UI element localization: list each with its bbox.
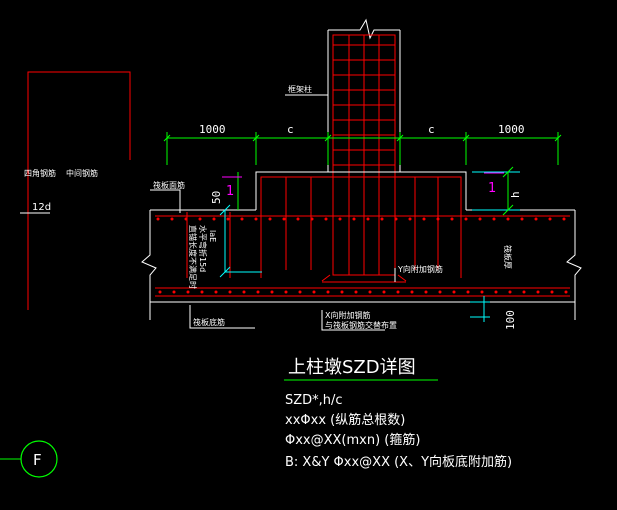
- rebar-dot: [408, 217, 412, 221]
- rebar-dot: [562, 217, 566, 221]
- rebar-dot: [310, 217, 314, 221]
- rebar-dot: [438, 290, 442, 294]
- rebar-dot: [172, 290, 176, 294]
- note-line-2: xxΦxx (纵筋总根数): [285, 412, 405, 428]
- x-add-bar-label: X向附加钢筋: [325, 310, 370, 320]
- drawing-title: 上柱墩SZD详图: [288, 357, 416, 378]
- rebar-dot: [436, 217, 440, 221]
- rebar-dot: [282, 217, 286, 221]
- rebar-dot-group: [156, 217, 568, 294]
- rebar-dot: [450, 217, 454, 221]
- rebar-dot: [478, 217, 482, 221]
- rebar-dot: [270, 290, 274, 294]
- rebar-dot: [214, 290, 218, 294]
- section-mark-right: 1: [488, 181, 496, 196]
- axis-label: F: [33, 451, 42, 469]
- rebar-dot: [380, 217, 384, 221]
- rebar-dot: [268, 217, 272, 221]
- right-height-dim: h: [509, 191, 522, 198]
- rebar-dot: [492, 217, 496, 221]
- column-rebar-cage: [321, 34, 407, 282]
- rebar-dot: [254, 217, 258, 221]
- rebar-dot: [296, 217, 300, 221]
- rebar-dot: [536, 290, 540, 294]
- rebar-dot: [228, 290, 232, 294]
- section-mark-left: 1: [226, 184, 234, 199]
- axis-bubble: [20, 440, 58, 478]
- rebar-dot: [382, 290, 386, 294]
- rebar-dot: [156, 217, 160, 221]
- rebar-dot: [338, 217, 342, 221]
- rebar-dot: [312, 290, 316, 294]
- rebar-dot: [522, 290, 526, 294]
- rebar-dot: [464, 217, 468, 221]
- rebar-dot: [170, 217, 174, 221]
- pier-cap-rebar: [260, 176, 462, 278]
- rebar-dot: [298, 290, 302, 294]
- rebar-dot: [394, 217, 398, 221]
- bend-length-label: 12d: [32, 202, 51, 213]
- rebar-dot: [422, 217, 426, 221]
- rebar-dot: [242, 290, 246, 294]
- right-bar-label: 筏板厚: [503, 245, 513, 269]
- rebar-dot: [410, 290, 414, 294]
- rebar-dot: [548, 217, 552, 221]
- rebar-dot: [506, 217, 510, 221]
- cover-dimension-lines: [219, 171, 520, 322]
- dim-right-outer: 1000: [498, 123, 525, 136]
- rebar-dot: [564, 290, 568, 294]
- pier-cap-outline: [255, 171, 467, 210]
- rebar-dot: [494, 290, 498, 294]
- corner-bar-label: 四角钢筋: [24, 168, 56, 178]
- rebar-dot: [184, 217, 188, 221]
- rebar-dot: [240, 217, 244, 221]
- bar-shape-sketch: [27, 71, 131, 310]
- top-rebar-label: 筏板面筋: [153, 180, 185, 190]
- rebar-dot: [520, 217, 524, 221]
- anchor-note-3: laE: [208, 230, 217, 242]
- rebar-dot: [226, 217, 230, 221]
- top-dimension-line: [163, 132, 562, 165]
- rebar-dot: [326, 290, 330, 294]
- note-line-3: Φxx@XX(mxn) (箍筋): [285, 432, 420, 448]
- dim-right-inner: c: [428, 123, 435, 136]
- bottom-bar-label: 筏板底筋: [193, 317, 225, 327]
- rebar-dot: [340, 290, 344, 294]
- rebar-dot: [366, 217, 370, 221]
- rebar-dot: [198, 217, 202, 221]
- rebar-dot: [466, 290, 470, 294]
- rebar-dot: [354, 290, 358, 294]
- rebar-dot: [158, 290, 162, 294]
- x-add-bar-note: 与筏板钢筋交替布置: [325, 320, 397, 330]
- rebar-dot: [324, 217, 328, 221]
- rebar-dot: [212, 217, 216, 221]
- rebar-dot: [452, 290, 456, 294]
- dim-left-inner: c: [287, 123, 294, 136]
- cap-depth-dim: 50: [210, 191, 223, 204]
- note-line-4: B: X&Y Φxx@XX (X、Y向板底附加筋): [285, 454, 512, 470]
- rebar-dot: [550, 290, 554, 294]
- anchor-note-2: 水平弯折15d: [198, 225, 208, 272]
- bottom-cover-dim: 100: [504, 310, 517, 330]
- rebar-dot: [352, 217, 356, 221]
- rebar-dot: [424, 290, 428, 294]
- rebar-dot: [284, 290, 288, 294]
- note-line-1: SZD*,h/c: [285, 393, 343, 408]
- rebar-dot: [534, 217, 538, 221]
- anchor-note-1: 直锚长度不满足时: [188, 225, 198, 289]
- rebar-dot: [368, 290, 372, 294]
- rebar-dot: [200, 290, 204, 294]
- middle-bar-label: 中间钢筋: [66, 168, 98, 178]
- column-bar-label: 框架柱: [288, 84, 312, 94]
- pier-height-dim: [237, 166, 514, 216]
- rebar-dot: [480, 290, 484, 294]
- rebar-dot: [256, 290, 260, 294]
- y-add-bar-label: Y向附加钢筋: [397, 264, 443, 274]
- dim-left-outer: 1000: [199, 123, 226, 136]
- rebar-dot: [396, 290, 400, 294]
- rebar-dot: [508, 290, 512, 294]
- rebar-dot: [186, 290, 190, 294]
- slab-leaders: [150, 189, 396, 331]
